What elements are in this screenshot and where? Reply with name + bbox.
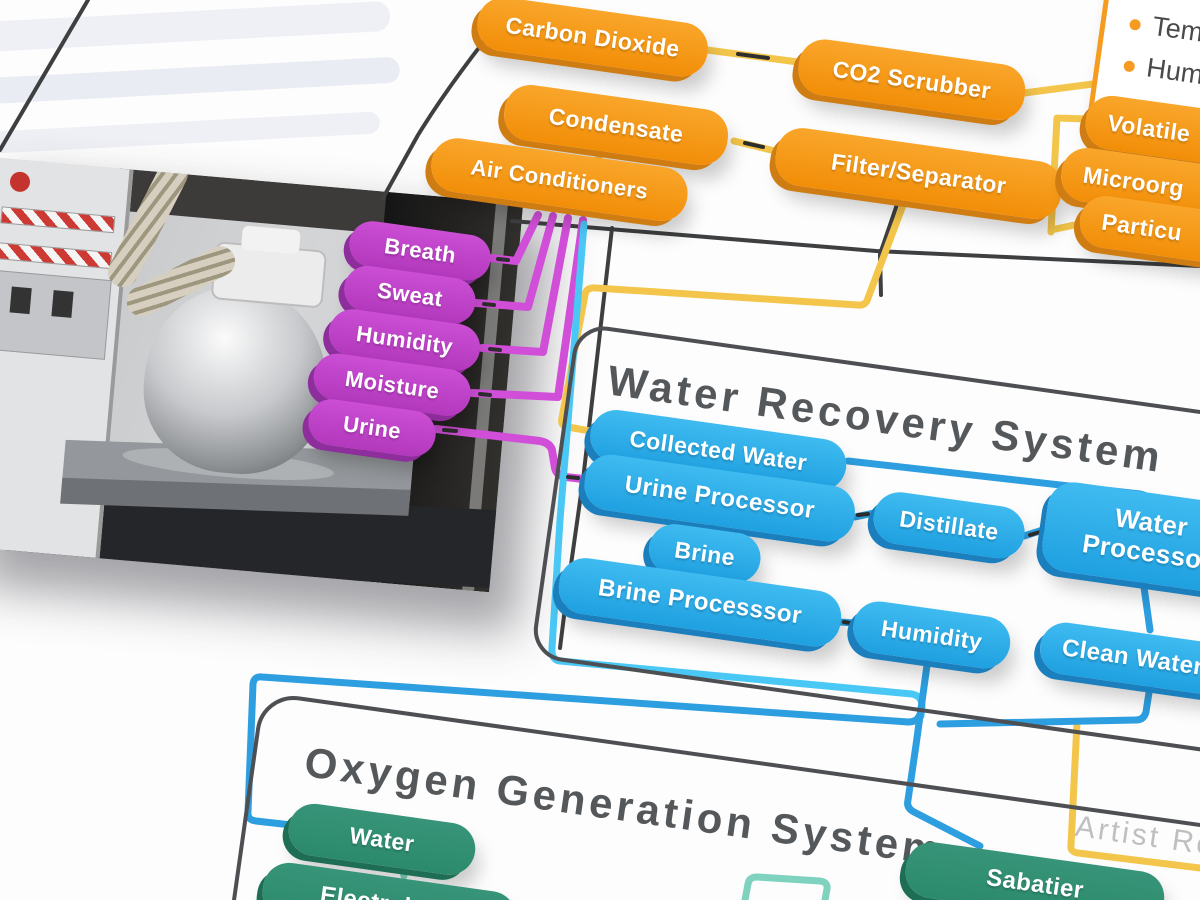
tube-water-to-ogs xyxy=(244,673,923,830)
tube-humidity xyxy=(478,214,572,356)
tube-humidity-down xyxy=(904,654,984,850)
box-edge-line xyxy=(558,226,614,650)
box-edge-line xyxy=(510,219,1200,268)
tube-ogs-loop xyxy=(741,873,831,900)
tube-to-sabatier xyxy=(1067,718,1200,872)
tube-moisture xyxy=(468,216,587,401)
tube-coupler xyxy=(442,257,580,480)
tube-coupler xyxy=(842,486,1127,625)
tube-clean-water xyxy=(936,576,1154,728)
box-edge-line xyxy=(0,0,90,152)
tube-filter-to-collected-water xyxy=(558,188,912,435)
box-edge-line xyxy=(878,185,905,297)
